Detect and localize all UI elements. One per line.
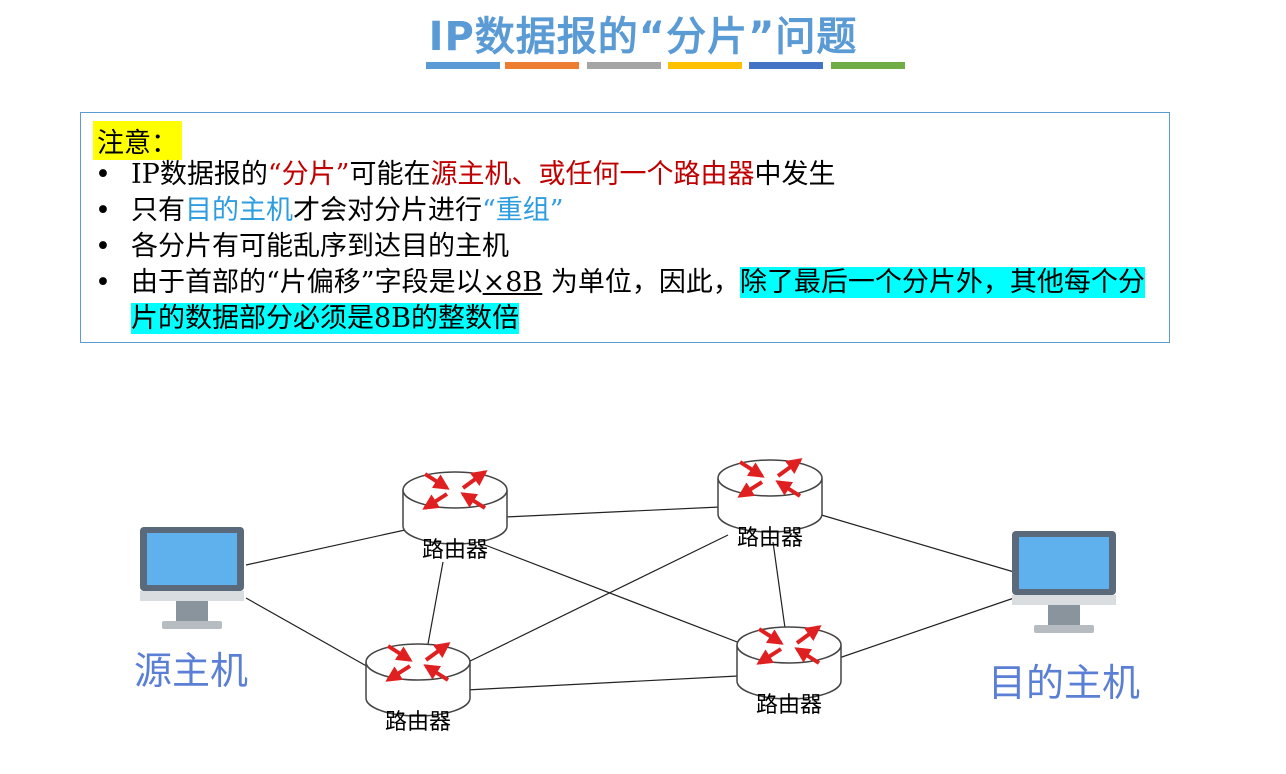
title-underline-2 [505,62,579,69]
destination-host-icon [1012,531,1116,633]
router-label-4: 路由器 [755,693,822,718]
bullet-icon: • [95,195,111,226]
bullet-icon: • [95,267,111,298]
router-label-1: 路由器 [421,538,488,563]
title-underline-5 [749,62,823,69]
note-item-1: • IP数据报的“分片”可能在源主机、或任何一个路由器中发生 [93,157,1163,193]
note-item-2: • 只有目的主机才会对分片进行“重组” [93,193,1163,229]
note-item-3: • 各分片有可能乱序到达目的主机 [93,229,1163,265]
source-host-icon [140,527,244,629]
note-item-4: • 由于首部的“片偏移”字段是以×8B 为单位，因此，除了最后一个分片外，其他每… [95,267,1145,334]
destination-host-label: 目的主机 [988,661,1141,705]
router-label-2: 路由器 [736,526,803,551]
title-underline-6 [831,62,905,69]
bullet-icon: • [95,159,111,190]
title-underline-4 [668,62,742,69]
bullet-icon: • [95,231,111,262]
source-host-label: 源主机 [134,649,249,693]
title-underline-3 [587,62,661,69]
router-label-3: 路由器 [384,710,451,735]
note-list: • IP数据报的“分片”可能在源主机、或任何一个路由器中发生 • 只有目的主机才… [93,157,1163,337]
note-box: 注意： • IP数据报的“分片”可能在源主机、或任何一个路由器中发生 • 只有目… [80,112,1170,343]
note-heading: 注意： [93,121,182,160]
page-title: IP数据报的“分片”问题 [428,14,858,60]
title-underline-1 [426,62,500,69]
network-links [245,506,1015,691]
